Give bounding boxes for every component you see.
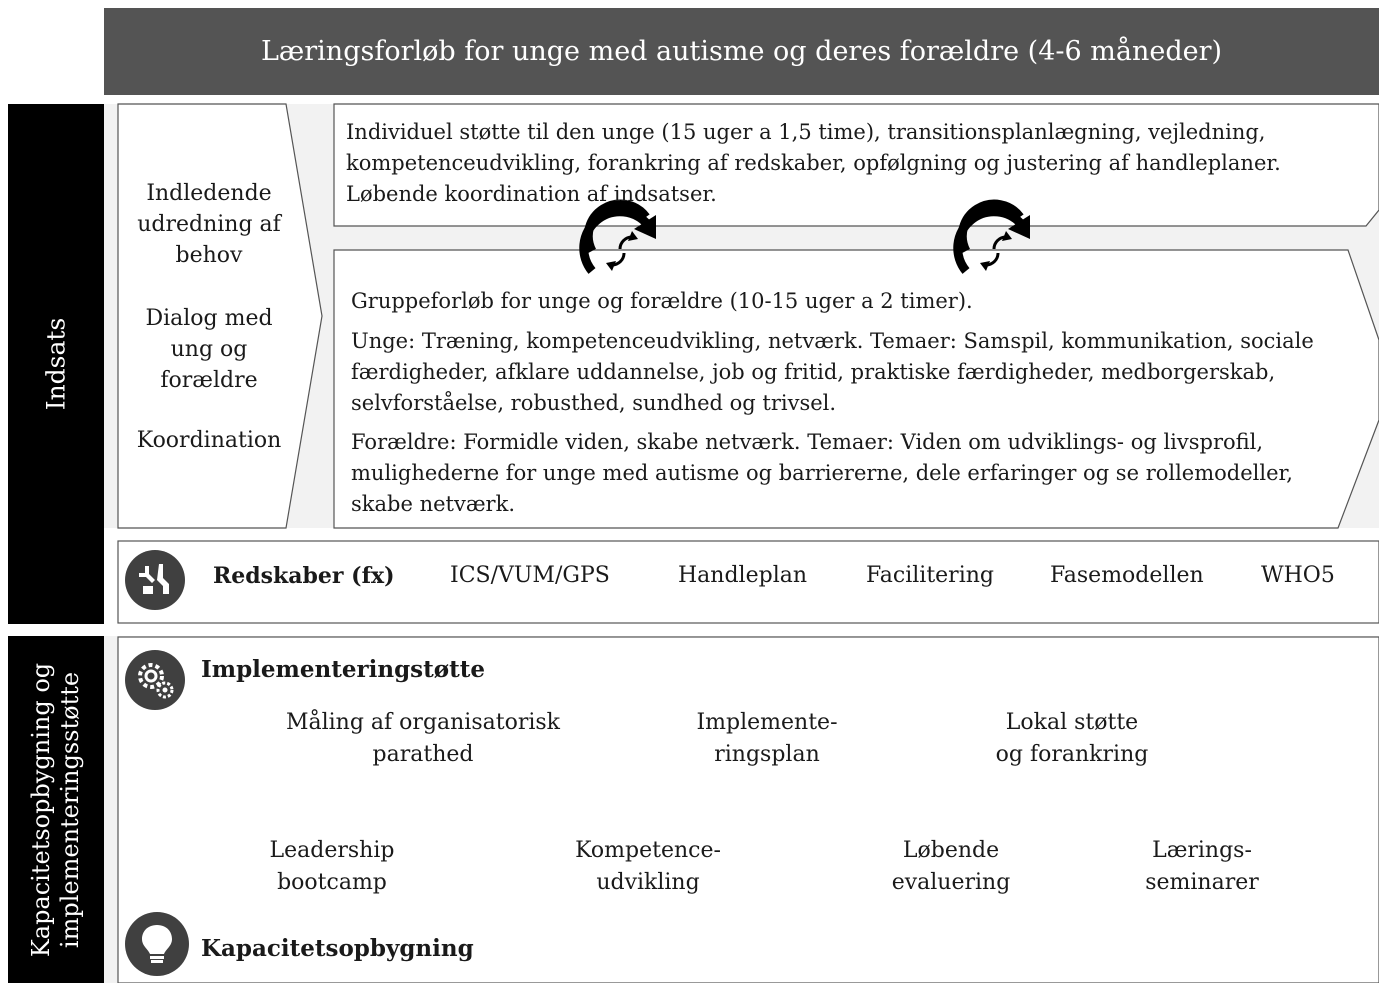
left-item-dialog: Dialog med ung og forældre [145,306,273,393]
capacity-item: Lærings- seminarer [1102,835,1302,899]
left-item-koordination: Koordination [136,428,282,453]
tool-item: Fasemodellen [1050,563,1204,588]
gears-icon [125,650,185,710]
capacity-item-line2: udvikling [596,870,700,895]
capacity-item-line1: Lærings- [1152,838,1252,863]
capacity-title: Kapacitetsopbygning [201,935,474,962]
tools-label: Redskaber (fx) [213,563,395,589]
page-title: Læringsforløb for unge med autisme og de… [104,8,1379,95]
capacity-item-line2: seminarer [1145,870,1259,895]
tool-item: Facilitering [866,563,994,588]
capacity-item-line1: Leadership [269,838,395,863]
tools-icon [125,550,185,610]
implementation-item-line1: Implemente- [696,710,838,735]
lightbulb-icon [125,912,189,976]
capacity-item-line2: bootcamp [277,870,387,895]
page-title-text: Læringsforløb for unge med autisme og de… [260,36,1223,67]
tools-panel-shape [117,540,1379,624]
side-label-indsats: Indsats [8,104,104,624]
capacity-item: Løbende evaluering [851,835,1051,899]
implementation-item-line2: ringsplan [714,742,820,767]
cycle-arrows-icon [953,199,1030,274]
tool-item: Handleplan [678,563,808,588]
capacity-item-line1: Kompetence- [575,838,721,863]
group-box-shape [333,249,1379,529]
implementation-item: Måling af organisatorisk parathed [258,707,588,771]
individual-support-text: Individuel støtte til den unge (15 uger … [346,120,1281,206]
cycle-arrows-icon [579,199,656,274]
left-item-udredning: Indledende udredning af behov [137,181,281,268]
capacity-item: Kompetence- udvikling [548,835,748,899]
implementation-title: Implementeringstøtte [201,656,485,683]
implementation-panel-shape [117,636,1379,983]
implementation-item-line1: Måling af organisatorisk [285,710,561,735]
side-label-kapacitet: Kapacitetsopbygning og implementeringsst… [8,636,104,983]
implementation-item-line2: parathed [372,742,474,767]
group-parents-text: Forældre: Formidle viden, skabe netværk.… [351,430,1293,516]
implementation-item: Lokal støtte og forankring [962,707,1182,771]
implementation-item-line2: og forankring [995,742,1149,767]
individual-box-shape [333,103,1379,227]
capacity-item-line1: Løbende [902,838,1000,863]
left-chevron-shape [117,103,323,529]
group-intro-text: Gruppeforløb for unge og forældre (10-15… [351,289,973,313]
implementation-item: Implemente- ringsplan [667,707,867,771]
tool-item: WHO5 [1261,563,1335,588]
tool-item: ICS/VUM/GPS [450,563,610,588]
capacity-item: Leadership bootcamp [232,835,432,899]
implementation-item-line1: Lokal støtte [1005,710,1139,735]
capacity-item-line2: evaluering [891,870,1011,895]
group-youth-text: Unge: Træning, kompetenceudvikling, netv… [351,329,1314,415]
